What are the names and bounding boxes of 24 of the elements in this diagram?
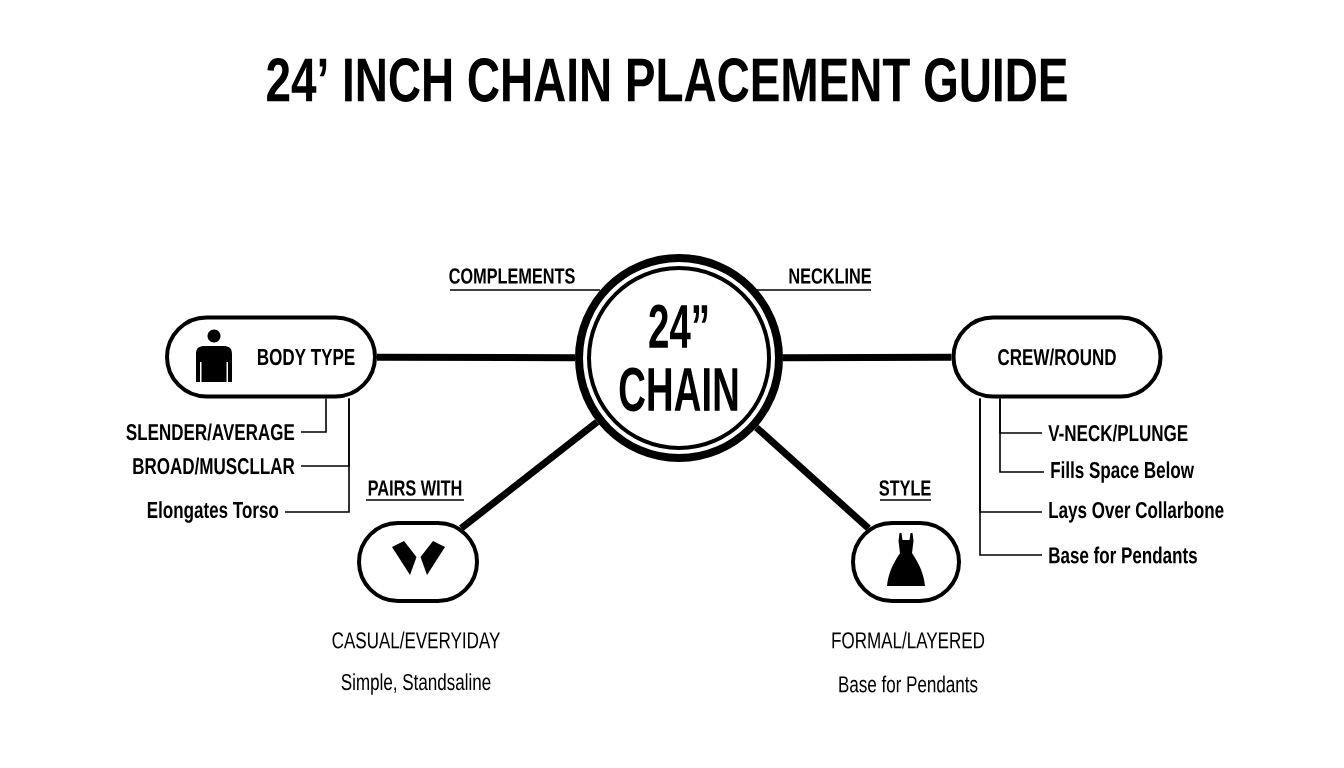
connector-line: [459, 419, 600, 531]
connector-line: [284, 397, 350, 513]
branch-label: Base for Pendants: [1049, 546, 1197, 564]
connector-line: [754, 424, 871, 531]
edge-label: STYLE: [879, 480, 932, 501]
branch-label: Elongates Torso: [147, 501, 279, 523]
connector-line: [979, 397, 1043, 556]
branch-label: BROAD/MUSCLLAR: [133, 457, 295, 475]
connector-line: [300, 397, 327, 433]
category-pill: CREW/ROUND: [951, 315, 1163, 399]
node-caption: Base for Pendants: [839, 675, 978, 693]
branch-label: V-NECK/PLUNGE: [1048, 424, 1188, 442]
node-caption: Simple, Standsaline: [341, 673, 491, 695]
node-caption: FORMAL/LAYERED: [832, 631, 985, 649]
node-caption: CASUAL/EVERYIDAY: [332, 631, 500, 649]
icon-pill: [357, 521, 479, 603]
connector-line: [999, 397, 1045, 473]
branch-label: SLENDER/AVERAGE: [126, 423, 295, 441]
branch-label: Fills Space Below: [1051, 461, 1194, 483]
title: 24’ INCH CHAIN PLACEMENT GUIDE: [267, 58, 1067, 102]
branch-label: Lays Over Collarbone: [1049, 501, 1224, 523]
edge-label: PAIRS WITH: [365, 480, 465, 501]
icon-pill: [851, 521, 961, 603]
category-pill: BODY TYPE: [165, 315, 377, 399]
